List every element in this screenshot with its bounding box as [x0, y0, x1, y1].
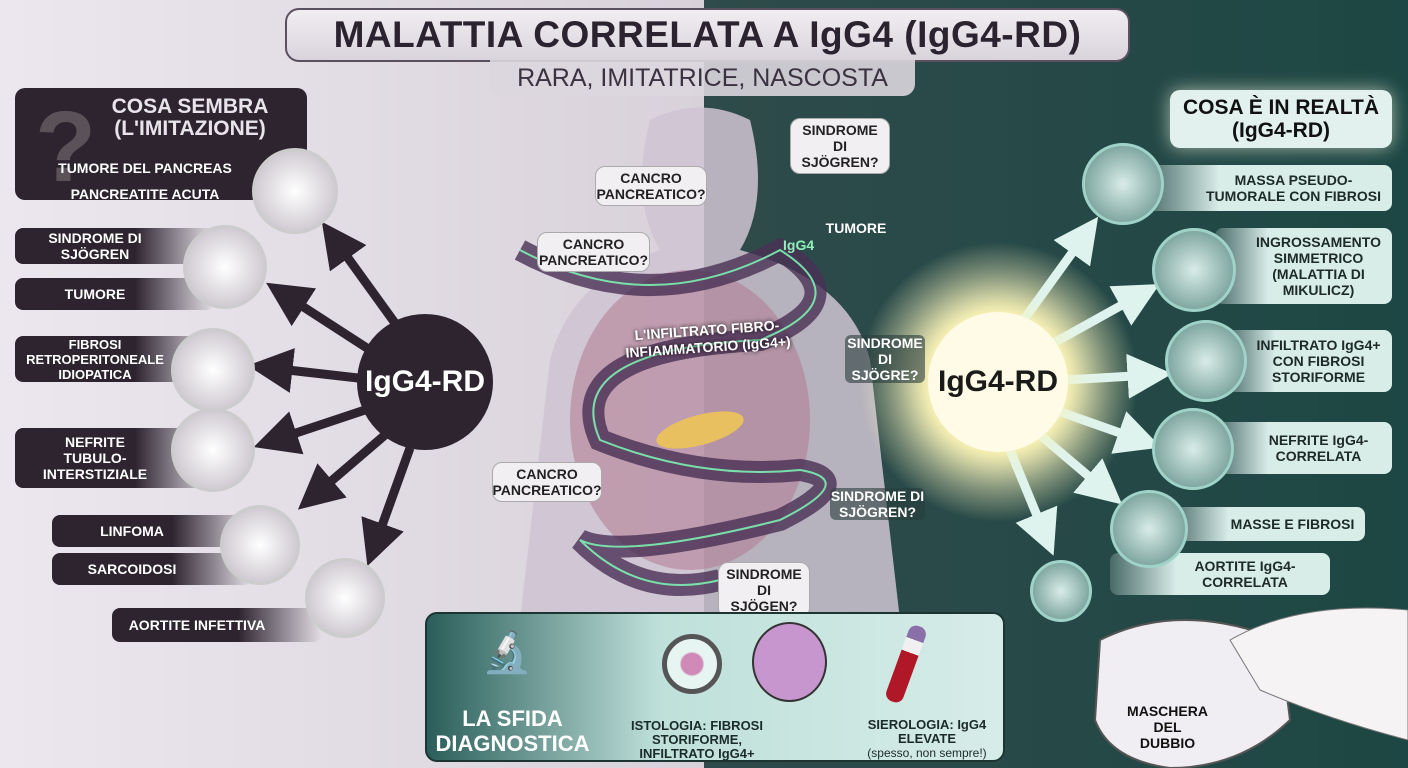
histology-sample-icon: [752, 622, 827, 702]
page-title: MALATTIA CORRELATA A IgG4 (IgG4-RD): [285, 8, 1130, 62]
serology-text: SIEROLOGIA: IgG4 ELEVATE: [867, 717, 987, 746]
left-item: AORTITE INFETTIVA: [112, 608, 322, 642]
mask-of-doubt-label: MASCHERA DEL DUBBIO: [1127, 703, 1208, 751]
microscope-icon: 🔬: [482, 631, 532, 675]
lungs-icon: [220, 505, 300, 585]
salivary-gland-eye-icon: [1152, 228, 1236, 312]
pancreas-icon: [1082, 143, 1164, 225]
speech-bubble: SINDROME DI SJÖGREN?: [790, 118, 890, 174]
right-item: MASSE E FIBROSI: [1170, 507, 1365, 541]
hand-shape: [1229, 607, 1408, 741]
right-heading: COSA È IN REALTÀ (IgG4-RD): [1170, 90, 1392, 148]
page-subtitle: RARA, IMITATRICE, NASCOSTA: [490, 60, 915, 96]
pancreas-icon: [252, 148, 338, 234]
right-item: INFILTRATO IgG4+ CON FIBROSI STORIFORME: [1225, 330, 1392, 392]
mask-label: SINDROME DI SJÖGREN?: [830, 488, 925, 520]
left-header-panel: ? COSA SEMBRA (L'IMITAZIONE) TUMORE DEL …: [15, 88, 307, 203]
right-arrows: [1005, 216, 1173, 556]
kidneys-icon: [1152, 408, 1234, 490]
mask-label-tumore: TUMORE: [825, 220, 887, 236]
left-item: SINDROME DI SJÖGREN: [15, 228, 215, 264]
kidneys-icon: [171, 408, 255, 492]
pancreas-icon: [1165, 320, 1247, 402]
pancreas-icon: [171, 328, 255, 412]
right-item: INGROSSAMENTO SIMMETRICO (MALATTIA DI MI…: [1215, 228, 1392, 304]
salivary-gland-eye-icon: [183, 225, 267, 309]
question-mark-icon: ?: [35, 91, 97, 203]
histology-text: ISTOLOGIA: FIBROSI STORIFORME, INFILTRAT…: [631, 718, 763, 761]
right-item: NEFRITE IgG4-CORRELATA: [1215, 422, 1392, 474]
right-hub: IgG4-RD: [928, 312, 1068, 452]
blood-tube-icon: [883, 623, 929, 705]
diagnostic-title: LA SFIDA DIAGNOSTICA: [435, 706, 590, 756]
left-header-item: TUMORE DEL PANCREAS: [58, 160, 232, 176]
speech-bubble: CANCRO PANCREATICO?: [595, 166, 707, 206]
lungs-icon: [1110, 490, 1188, 568]
right-item: MASSA PSEUDO-TUMORALE CON FIBROSI: [1145, 165, 1392, 211]
speech-bubble: CANCRO PANCREATICO?: [492, 462, 602, 502]
heart-icon: [1030, 560, 1092, 622]
left-item: TUMORE: [15, 278, 215, 310]
serology-note: (spesso, non sempre!): [867, 746, 987, 760]
speech-bubble: SINDROME DI SJÖGEN?: [718, 562, 810, 618]
left-heading: COSA SEMBRA (L'IMITAZIONE): [111, 95, 269, 140]
left-arrows: [247, 221, 415, 567]
left-item: LINFOMA: [52, 515, 252, 547]
left-item: SARCOIDOSI: [52, 553, 252, 585]
mask-label: SINDROME DI SJÖGRE?: [845, 335, 925, 383]
left-hub: IgG4-RD: [357, 314, 493, 450]
magnifier-icon: [662, 634, 722, 694]
igg4-antibody-label: IgG4: [783, 237, 815, 253]
diagnostic-challenge-panel: 🔬 LA SFIDA DIAGNOSTICA ISTOLOGIA: FIBROS…: [425, 612, 1005, 762]
heart-icon: [305, 558, 385, 638]
left-header-item: PANCREATITE ACUTA: [70, 186, 220, 202]
speech-bubble: CANCRO PANCREATICO?: [537, 232, 650, 272]
